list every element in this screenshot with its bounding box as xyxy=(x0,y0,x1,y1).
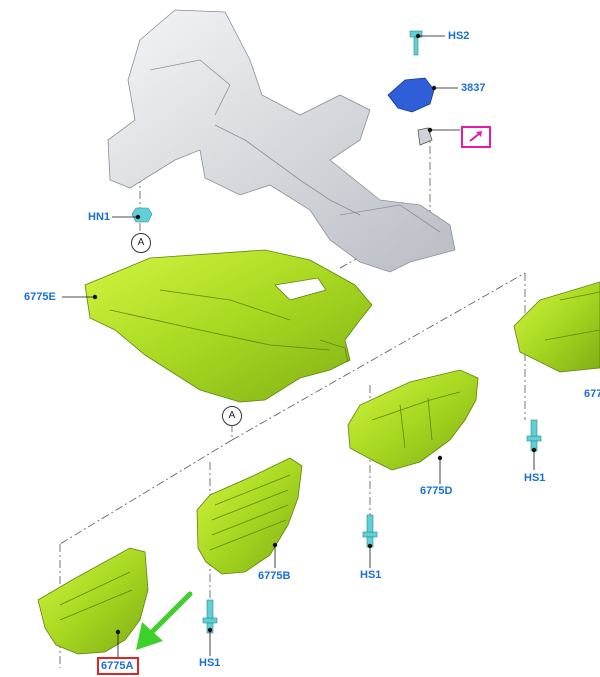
label-hn1: HN1 xyxy=(88,211,111,223)
clip-hs1-b xyxy=(362,514,378,548)
front-subframe xyxy=(107,9,456,273)
small-bracket xyxy=(417,127,433,146)
arrow-reference-icon[interactable] xyxy=(461,126,491,148)
label-6775d: 6775D xyxy=(420,485,453,497)
green-arrow-icon xyxy=(136,591,193,650)
highlight-box xyxy=(97,657,139,675)
clip-hs1-c xyxy=(526,419,542,452)
label-hs1-b: HS1 xyxy=(360,569,382,581)
label-6775a[interactable]: 6775A xyxy=(101,660,134,672)
bracket-3837 xyxy=(387,77,435,113)
circle-label-a-mid: A xyxy=(222,406,242,426)
clip-hs2 xyxy=(409,30,423,56)
nut-hn1 xyxy=(131,207,153,223)
label-hs2: HS2 xyxy=(448,30,470,42)
side-panel-right xyxy=(513,281,600,373)
label-6775b: 6775B xyxy=(258,570,291,582)
panel-6775a xyxy=(37,547,149,655)
panel-6775b xyxy=(196,457,303,575)
panel-6775d xyxy=(347,369,479,471)
label-6775e: 6775E xyxy=(24,291,56,303)
leader-lines xyxy=(62,33,537,658)
reference-arrow-glyph xyxy=(469,131,482,142)
label-677-cut: 677 xyxy=(584,388,600,400)
label-3837: 3837 xyxy=(461,82,486,94)
label-hs1-a: HS1 xyxy=(199,657,221,669)
circle-label-a-top: A xyxy=(131,233,151,253)
undertray-6775e xyxy=(84,249,373,403)
label-hs1-c: HS1 xyxy=(524,472,546,484)
